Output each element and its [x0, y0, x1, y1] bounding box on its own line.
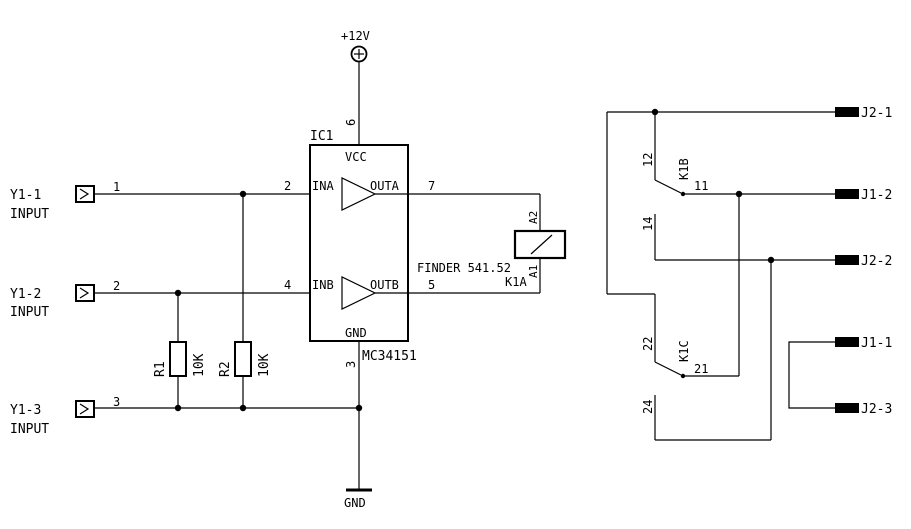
ic-pin-number: 2: [284, 179, 291, 193]
ic-pin-number: 3: [344, 361, 358, 368]
input-name: Y1-2: [10, 287, 41, 302]
input-pin-number: 2: [113, 279, 120, 293]
ic-pin-number: 6: [344, 119, 358, 126]
input-type: INPUT: [10, 305, 49, 320]
ic-pin-number: 5: [428, 278, 435, 292]
input-name: Y1-3: [10, 403, 41, 418]
connector-pad: [835, 403, 859, 413]
resistor-ref: R2: [218, 361, 233, 377]
contact-ref: K1B: [677, 158, 691, 180]
relay-part: FINDER 541.52: [417, 261, 511, 275]
input-pin-number: 1: [113, 180, 120, 194]
connector-label: J2-3: [861, 402, 892, 417]
gnd-net-label: GND: [344, 496, 366, 510]
ic-pin-number: 4: [284, 278, 291, 292]
connector-label: J2-2: [861, 254, 892, 269]
input-connector-y1-1: Y1-1 INPUT: [10, 185, 95, 222]
resistor-ref: R1: [153, 361, 168, 377]
input-connector-y1-2: Y1-2 INPUT: [10, 284, 95, 320]
jumper-wire: [788, 341, 835, 409]
buffer-a: [341, 177, 377, 211]
resistor-value: 10K: [257, 353, 272, 377]
ic-mc34151: IC1 MC34151 VCC GND INA OUTA INB OUTB 2 …: [284, 119, 435, 368]
input-pin-number: 3: [113, 395, 120, 409]
ic-ref: IC1: [310, 129, 333, 144]
input-name: Y1-1: [10, 188, 41, 203]
power-vcc-symbol: +12V: [341, 29, 370, 145]
output-connectors: J2-1 J1-2 J2-2 J1-1 J2-3: [788, 106, 892, 417]
ic-pin-number: 7: [428, 179, 435, 193]
ic-in-label: INA: [312, 179, 334, 193]
relay-contact-k1b: 12 K1B 11 14: [641, 108, 835, 376]
contact-pin-number: 11: [694, 179, 708, 193]
connector-label: J1-2: [861, 188, 892, 203]
ic-out-label: OUTA: [370, 179, 400, 193]
resistor-r2: R2 10K: [218, 341, 272, 377]
connector-pad: [835, 189, 859, 199]
connector-pad: [835, 337, 859, 347]
relay-contact-k1c: 22 K1C 21 24: [606, 111, 772, 441]
contact-pin-number: 12: [641, 153, 655, 167]
resistor-r1: R1 10K: [153, 341, 207, 377]
contact-ref: K1C: [677, 340, 691, 362]
relay-pin-label: A1: [527, 265, 540, 278]
ic-in-label: INB: [312, 278, 334, 292]
input-type: INPUT: [10, 422, 49, 437]
contact-pin-number: 14: [641, 217, 655, 231]
buffer-b: [341, 276, 377, 310]
ic-out-label: OUTB: [370, 278, 399, 292]
connector-label: J1-1: [861, 336, 892, 351]
resistor-value: 10K: [192, 353, 207, 377]
input-type: INPUT: [10, 207, 49, 222]
relay-ref: K1A: [505, 275, 527, 289]
ic-vcc-label: VCC: [345, 150, 367, 164]
ic-gnd-label: GND: [345, 326, 367, 340]
connector-pad: [835, 255, 859, 265]
vcc-net-label: +12V: [341, 29, 370, 43]
input-connector-y1-3: Y1-3 INPUT: [10, 400, 95, 437]
relay-pin-label: A2: [527, 211, 540, 224]
connector-pad: [835, 107, 859, 117]
ic-part: MC34151: [362, 349, 417, 364]
connector-label: J2-1: [861, 106, 892, 121]
relay-coil-k1a: A2 A1 FINDER 541.52 K1A: [408, 193, 567, 294]
contact-pin-number: 24: [641, 400, 655, 414]
contact-pin-number: 21: [694, 362, 708, 376]
contact-pin-number: 22: [641, 337, 655, 351]
ground-symbol: GND: [344, 341, 372, 510]
